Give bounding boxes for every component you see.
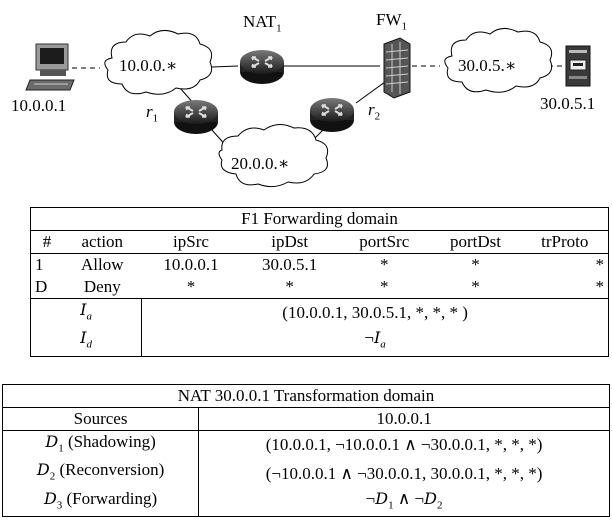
- cell: *: [141, 276, 241, 299]
- transformation-domain-table: NAT 30.0.0.1 Transformation domain Sourc…: [2, 384, 610, 518]
- ia-label: Ia: [30, 298, 143, 328]
- col-header: trProto: [521, 230, 609, 254]
- cell: *: [338, 276, 430, 299]
- server-icon: [565, 45, 591, 87]
- cell: D: [30, 276, 63, 299]
- forwarding-domain-table: F1 Forwarding domain # action ipSrc ipDs…: [30, 207, 609, 357]
- router-icon: [173, 99, 219, 135]
- table-row: 1 Allow 10.0.0.1 30.0.5.1 * * *: [31, 254, 609, 277]
- router1-label: r1: [146, 102, 159, 125]
- cloud-icon: [104, 30, 213, 95]
- col-header: portSrc: [338, 230, 430, 254]
- cloud-right-label: 30.0.5.∗: [458, 56, 517, 75]
- cell: *: [521, 276, 609, 299]
- table2-title: NAT 30.0.0.1 Transformation domain: [2, 384, 610, 408]
- nat-label: NAT1: [243, 12, 282, 35]
- cloud-bottom-label: 20.0.0.∗: [231, 154, 290, 173]
- cell: *: [240, 276, 339, 299]
- cloud-icon: [444, 28, 553, 93]
- firewall-icon: [383, 37, 411, 99]
- cell: *: [429, 276, 522, 299]
- domain-value: (¬10.0.0.1 ∧ ¬30.0.0.1, 30.0.0.1, *, *, …: [265, 463, 543, 483]
- cell: Deny: [62, 276, 142, 299]
- ia-value: (10.0.0.1, 30.0.5.1, *, *, * ): [282, 303, 468, 323]
- domain-label: D2 (Reconversion): [2, 459, 200, 488]
- table-row: D2 (Reconversion) (¬10.0.0.1 ∧ ¬30.0.0.1…: [2, 459, 610, 488]
- host-right-label: 30.0.5.1: [540, 94, 596, 113]
- table1-header-row: # action ipSrc ipDst portSrc portDst trP…: [30, 230, 609, 254]
- cell: 1: [35, 255, 44, 274]
- ia-row: Ia (10.0.0.1, 30.0.5.1, *, *, * ): [30, 298, 609, 328]
- id-value: ¬Ia: [364, 328, 386, 351]
- col-header: ipSrc: [141, 230, 241, 254]
- router-icon: [239, 49, 285, 85]
- col-header: action: [62, 230, 142, 254]
- cell: *: [595, 255, 605, 274]
- router-icon: [309, 97, 355, 133]
- cell: *: [471, 255, 480, 274]
- router2-label: r2: [368, 100, 381, 123]
- fw-label: FW1: [376, 10, 407, 33]
- domain-value: (10.0.0.1, ¬10.0.0.1 ∧ ¬30.0.0.1, *, *, …: [265, 435, 543, 455]
- domain-value: ¬D1 ∧ ¬D2: [365, 488, 443, 512]
- col-header: #: [30, 230, 63, 254]
- sources-label: Sources: [2, 407, 200, 431]
- cell: *: [380, 255, 389, 274]
- table-row: D1 (Shadowing) (10.0.0.1, ¬10.0.0.1 ∧ ¬3…: [2, 430, 610, 460]
- table-row: D3 (Forwarding) ¬D1 ∧ ¬D2: [2, 487, 610, 517]
- id-label: Id: [30, 327, 143, 357]
- table-row: D Deny * * * * *: [30, 276, 609, 299]
- network-diagram: [25, 28, 591, 188]
- cloud-left-label: 10.0.0.∗: [119, 56, 178, 75]
- sources-row: Sources 10.0.0.1: [2, 407, 610, 431]
- table1-title: F1 Forwarding domain: [30, 207, 609, 231]
- cell: 30.0.5.1: [262, 255, 318, 274]
- host-left-label: 10.0.0.1: [11, 96, 67, 115]
- col-header: portDst: [429, 230, 522, 254]
- cloud-icon: [218, 124, 329, 188]
- id-row: Id ¬Ia: [30, 327, 609, 357]
- cell: Allow: [81, 255, 124, 274]
- col-header: ipDst: [240, 230, 339, 254]
- sources-value: 10.0.0.1: [198, 407, 610, 431]
- cell: 10.0.0.1: [163, 255, 219, 274]
- domain-label: D1 (Shadowing): [2, 430, 200, 460]
- computer-icon: [25, 43, 75, 91]
- domain-label: D3 (Forwarding): [2, 487, 200, 517]
